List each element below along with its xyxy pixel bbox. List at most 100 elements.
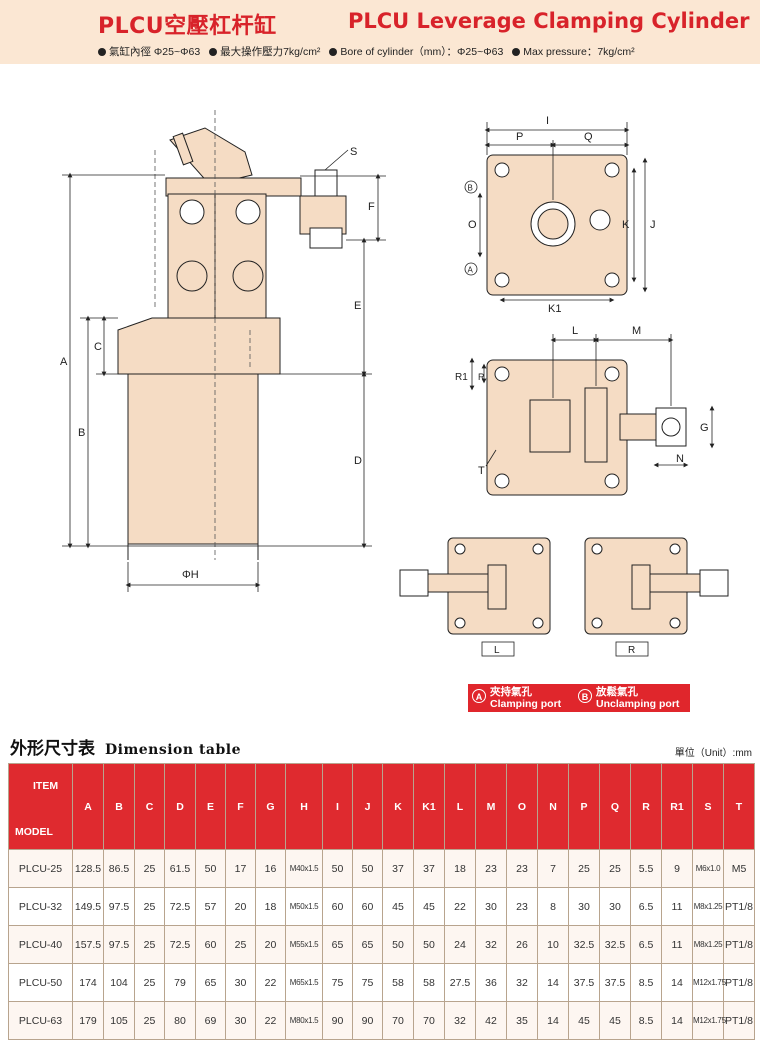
table-cell: 8.5	[630, 1001, 662, 1040]
table-cell: 60	[195, 925, 226, 964]
port-a-marker: A	[468, 266, 474, 275]
spec-pressure-cn: 最大操作壓力7kg/cm²	[220, 46, 321, 58]
table-cell: 60	[352, 887, 383, 926]
column-header: K	[382, 763, 414, 850]
dim-label-q: Q	[584, 131, 593, 143]
spec-pressure-en: Max pressure：7kg/cm²	[523, 46, 635, 58]
technical-drawing: A B C D E F S ΦH I P Q O K J K1 B A	[60, 110, 729, 657]
column-header: N	[537, 763, 569, 850]
table-cell: 30	[599, 887, 631, 926]
table-cell: 32	[444, 1001, 476, 1040]
dim-label-m: M	[632, 325, 641, 337]
table-cell: 149.5	[72, 887, 104, 926]
dim-label-r: R	[478, 372, 485, 382]
table-cell: 8	[537, 887, 569, 926]
table-cell: 6.5	[630, 887, 662, 926]
table-cell: 72.5	[164, 925, 196, 964]
clamping-port-en: Clamping port	[490, 698, 562, 710]
model-cell: PLCU-50	[8, 963, 73, 1002]
table-cell: 70	[382, 1001, 414, 1040]
model-label: MODEL	[15, 826, 53, 838]
table-row: PLCU-25 128.5 86.5 25 61.5 50 17 16 M40x…	[8, 849, 755, 888]
table-cell: 27.5	[444, 963, 476, 1002]
table-cell: PT1/8	[723, 925, 755, 964]
dim-label-d: D	[354, 455, 362, 467]
page-title-en: PLCU Leverage Clamping Cylinder	[348, 9, 750, 33]
table-cell: 22	[444, 887, 476, 926]
table-cell: 7	[537, 849, 569, 888]
table-cell: 11	[661, 925, 693, 964]
table-cell: 25	[134, 887, 165, 926]
table-cell: 45	[599, 1001, 631, 1040]
model-cell: PLCU-25	[8, 849, 73, 888]
column-header: E	[195, 763, 226, 850]
dim-label-a: A	[60, 356, 68, 368]
table-cell: 11	[661, 887, 693, 926]
column-header: B	[103, 763, 135, 850]
dim-label-j: J	[650, 219, 656, 231]
table-cell: 6.5	[630, 925, 662, 964]
bullet-icon	[512, 47, 521, 56]
table-cell: 25	[134, 963, 165, 1002]
dimension-table: ITEM MODEL A B C D E F G H I J K K1 L M …	[8, 763, 755, 1040]
table-header-row: ITEM MODEL A B C D E F G H I J K K1 L M …	[8, 763, 755, 850]
table-cell: 8.5	[630, 963, 662, 1002]
table-cell: 97.5	[103, 887, 135, 926]
unclamping-port-label: 放鬆氣孔 Unclamping port	[596, 686, 679, 710]
table-cell: 75	[322, 963, 353, 1002]
column-header: A	[72, 763, 104, 850]
table-cell: 69	[195, 1001, 226, 1040]
dim-label-s: S	[350, 146, 357, 158]
model-cell: PLCU-40	[8, 925, 73, 964]
table-cell: 79	[164, 963, 196, 1002]
table-cell: 105	[103, 1001, 135, 1040]
table-cell: 174	[72, 963, 104, 1002]
title-row: PLCU空壓杠杆缸 PLCU Leverage Clamping Cylinde…	[0, 8, 760, 39]
column-header: D	[164, 763, 196, 850]
dim-label-o: O	[468, 219, 477, 231]
table-cell: 32	[475, 925, 507, 964]
table-cell: 14	[537, 963, 569, 1002]
clamping-port-label: 夾持氣孔 Clamping port	[490, 686, 561, 710]
table-cell: 58	[382, 963, 414, 1002]
table-cell: 25	[134, 1001, 165, 1040]
table-cell: 90	[322, 1001, 353, 1040]
table-cell: 50	[382, 925, 414, 964]
table-cell: 58	[413, 963, 445, 1002]
table-cell: 50	[322, 849, 353, 888]
table-cell: 65	[352, 925, 383, 964]
table-cell: 30	[475, 887, 507, 926]
column-header: P	[568, 763, 600, 850]
table-cell: 23	[506, 887, 538, 926]
column-header: C	[134, 763, 165, 850]
dim-label-e: E	[354, 300, 361, 312]
table-cell: 26	[506, 925, 538, 964]
table-cell: 30	[568, 887, 600, 926]
column-header: H	[285, 763, 323, 850]
model-cell: PLCU-32	[8, 887, 73, 926]
table-cell: 45	[568, 1001, 600, 1040]
table-cell: 36	[475, 963, 507, 1002]
spec-bore-cn: 氣缸內徑 Φ25~Φ63	[109, 46, 201, 58]
table-cell: 97.5	[103, 925, 135, 964]
table-cell: 60	[322, 887, 353, 926]
table-cell: 22	[255, 963, 286, 1002]
column-header: F	[225, 763, 256, 850]
table-cell: 50	[413, 925, 445, 964]
column-header: G	[255, 763, 286, 850]
dim-label-f: F	[368, 201, 375, 213]
table-row: PLCU-32 149.5 97.5 25 72.5 57 20 18 M50x…	[8, 887, 755, 926]
table-cell: 37.5	[599, 963, 631, 1002]
left-hand-view	[399, 537, 551, 635]
table-cell: PT1/8	[723, 887, 755, 926]
table-cell: 32.5	[568, 925, 600, 964]
table-cell: M5	[723, 849, 755, 888]
table-cell: 25	[134, 849, 165, 888]
table-cell: 157.5	[72, 925, 104, 964]
table-cell: 104	[103, 963, 135, 1002]
page-title-cn: PLCU空壓杠杆缸	[98, 14, 277, 39]
lever-view	[486, 359, 687, 496]
bullet-icon	[329, 47, 338, 56]
table-cell: 20	[255, 925, 286, 964]
